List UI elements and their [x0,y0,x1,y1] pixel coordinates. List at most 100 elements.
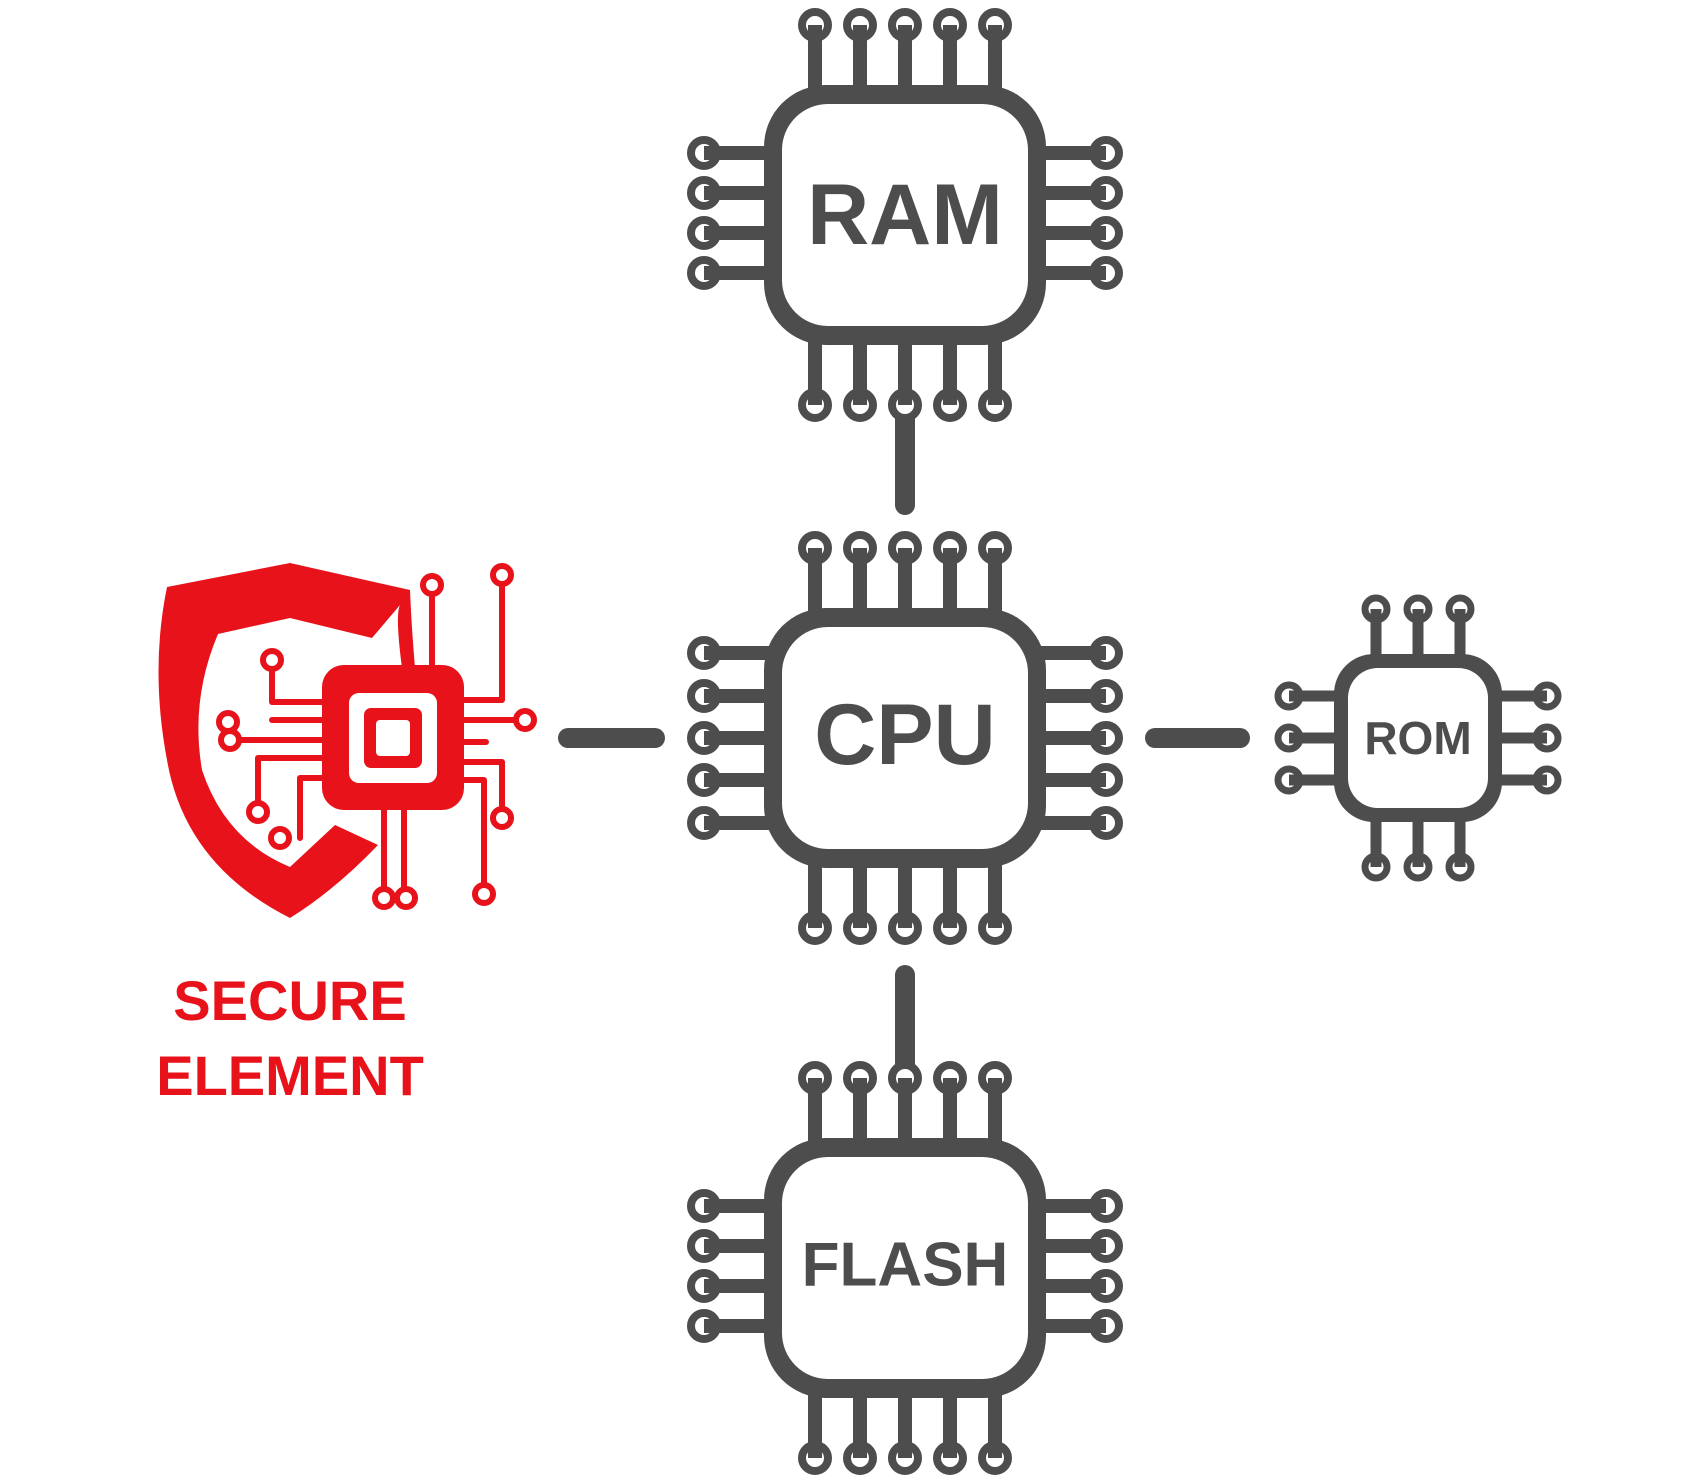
cpu-pin-top-4 [988,548,1002,618]
cpu-pin-right-1 [1036,689,1106,703]
ram-pin-left-2 [704,226,774,240]
ram-pin-bottom-2 [898,335,912,405]
cpu-pin-right-3 [1036,773,1106,787]
trace-node-9 [472,882,496,906]
ram-pin-right-2 [1036,226,1106,240]
secure-element: SECURE ELEMENT [156,563,537,1107]
trace-left-4 [297,775,325,841]
cpu-pin-left-4 [704,816,774,830]
flash-pin-bottom-2 [898,1388,912,1458]
rom-pin-bottom-2 [1454,812,1466,867]
trace-left-top [269,662,325,705]
secure-element-label-line2: ELEMENT [156,1044,424,1107]
rom-chip-panel [1348,668,1488,808]
rom-label: ROM [1364,712,1471,764]
trace-node-7 [513,708,537,732]
cpu-pin-bottom-2 [898,858,912,928]
ram-pin-top-2 [898,25,912,95]
trace-left-3 [255,755,325,811]
cpu-pin-top-0 [808,548,822,618]
cpu-pin-top-3 [943,548,957,618]
trace-right-3 [461,759,505,815]
flash-pin-left-1 [704,1239,774,1253]
flash-pin-bottom-0 [808,1388,822,1458]
flash-label: FLASH [802,1231,1009,1300]
cpu-pin-left-0 [704,646,774,660]
rom-pin-right-1 [1492,732,1547,744]
ram-pin-bottom-0 [808,335,822,405]
ram-pin-right-3 [1036,266,1106,280]
cpu-pin-left-1 [704,689,774,703]
circuit-traces [216,563,537,910]
flash-pin-right-0 [1036,1199,1106,1213]
ram-pin-top-4 [988,25,1002,95]
ram-pin-bottom-3 [943,335,957,405]
cpu-pin-right-0 [1036,646,1106,660]
cpu-chip: CPU [687,531,1123,945]
ram-pin-top-0 [808,25,822,95]
flash-pin-top-0 [808,1078,822,1148]
ram-chip: RAM [687,8,1123,422]
flash-pin-left-3 [704,1319,774,1333]
secure-element-label-line1: SECURE [173,969,406,1032]
ram-pin-bottom-1 [853,335,867,405]
cpu-label: CPU [814,687,996,783]
cpu-pin-bottom-4 [988,858,1002,928]
trace-node-12 [216,710,240,734]
shield-chip-icon [158,563,464,918]
flash-chip: FLASH [687,1061,1123,1475]
trace-top-2 [461,579,505,703]
secure-chip-core-hole [376,720,410,756]
rom-pin-bottom-1 [1412,812,1424,867]
shield-outline [158,563,418,918]
cpu-pin-top-1 [853,548,867,618]
cpu-pin-right-2 [1036,731,1106,745]
cpu-pin-bottom-1 [853,858,867,928]
ram-pin-left-1 [704,186,774,200]
rom-pin-top-1 [1412,609,1424,664]
rom-pin-right-2 [1492,774,1547,786]
rom-pin-bottom-0 [1370,812,1382,867]
flash-pin-top-4 [988,1078,1002,1148]
flash-pin-left-2 [704,1279,774,1293]
ram-pin-left-0 [704,146,774,160]
trace-node-10 [372,886,396,910]
flash-pin-top-1 [853,1078,867,1148]
flash-chip-panel [782,1157,1028,1379]
flash-pin-top-2 [898,1078,912,1148]
flash-pin-right-2 [1036,1279,1106,1293]
ram-pin-top-3 [943,25,957,95]
ram-pin-bottom-4 [988,335,1002,405]
trace-node-3 [246,800,270,824]
ram-pin-right-0 [1036,146,1106,160]
trace-node-11 [394,886,418,910]
ram-pin-right-1 [1036,186,1106,200]
rom-pin-left-0 [1289,690,1344,702]
rom-pin-top-2 [1454,609,1466,664]
rom-chip: ROM [1274,594,1562,882]
rom-pin-top-0 [1370,609,1382,664]
ram-label: RAM [807,167,1003,263]
cpu-pin-left-3 [704,773,774,787]
connectors [558,405,1250,1075]
trace-node-1 [260,648,284,672]
flash-pin-bottom-1 [853,1388,867,1458]
ram-pin-top-1 [853,25,867,95]
trace-right-4 [461,777,487,891]
cpu-pin-bottom-3 [943,858,957,928]
trace-node-6 [490,563,514,587]
cpu-pin-left-2 [704,731,774,745]
rom-pin-right-0 [1492,690,1547,702]
rom-pin-left-1 [1289,732,1344,744]
flash-pin-bottom-3 [943,1388,957,1458]
flash-pin-right-1 [1036,1239,1106,1253]
trace-node-8 [490,806,514,830]
trace-node-4 [268,826,292,850]
rom-pin-left-2 [1289,774,1344,786]
trace-node-5 [420,573,444,597]
flash-pin-right-3 [1036,1319,1106,1333]
flash-pin-top-3 [943,1078,957,1148]
ram-pin-left-3 [704,266,774,280]
